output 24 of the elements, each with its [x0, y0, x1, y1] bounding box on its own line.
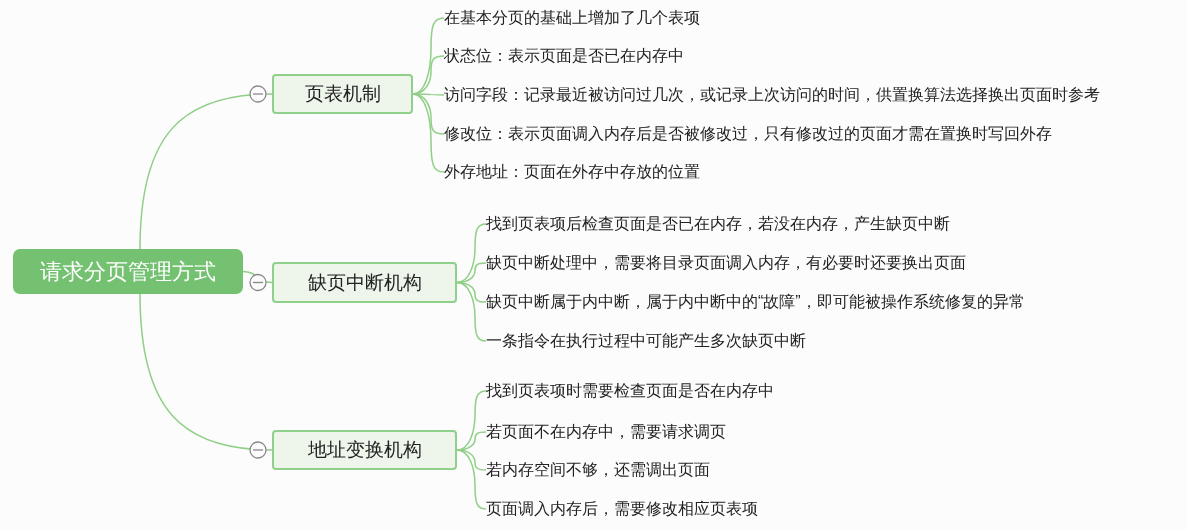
subtopic-text: 外存地址：页面在外存中存放的位置	[444, 160, 700, 184]
subtopic-text: 访问字段：记录最近被访问过几次，或记录上次访问的时间，供置换算法选择换出页面时参考	[444, 83, 1100, 107]
subtopic-text: 页面调入内存后，需要修改相应页表项	[486, 497, 758, 521]
root-topic-box: 请求分页管理方式	[13, 249, 243, 294]
subtopic-text: 若内存空间不够，还需调出页面	[486, 458, 710, 482]
subtopic-text: 找到页表项时需要检查页面是否在内存中	[486, 379, 774, 403]
subtopic-text: 在基本分页的基础上增加了几个表项	[444, 6, 700, 30]
subtopic-text: 修改位：表示页面调入内存后是否被修改过，只有修改过的页面才需在置换时写回外存	[444, 122, 1052, 146]
connector	[456, 223, 487, 284]
connector	[456, 449, 487, 510]
connector	[242, 270, 273, 284]
subtopic-text: 找到页表项后检查页面是否已在内存，若没在内存，产生缺页中断	[486, 212, 950, 236]
subtopic-text: 状态位：表示页面是否已在内存中	[444, 44, 684, 68]
connector	[139, 93, 273, 250]
connector	[412, 93, 445, 173]
subtopic-text: 一条指令在执行过程中可能产生多次缺页中断	[486, 329, 806, 353]
connector	[139, 293, 273, 451]
topic-box: 缺页中断机构	[272, 262, 457, 303]
topic-box: 地址变换机构	[272, 430, 457, 470]
connector	[456, 281, 487, 342]
subtopic-text: 缺页中断属于内中断，属于内中断中的“故障”，即可能被操作系统修复的异常	[486, 290, 1025, 314]
subtopic-text: 若页面不在内存中，需要请求调页	[486, 420, 726, 444]
topic-box: 页表机制	[272, 74, 413, 114]
subtopic-text: 缺页中断处理中，需要将目录页面调入内存，有必要时还要换出页面	[486, 251, 966, 275]
